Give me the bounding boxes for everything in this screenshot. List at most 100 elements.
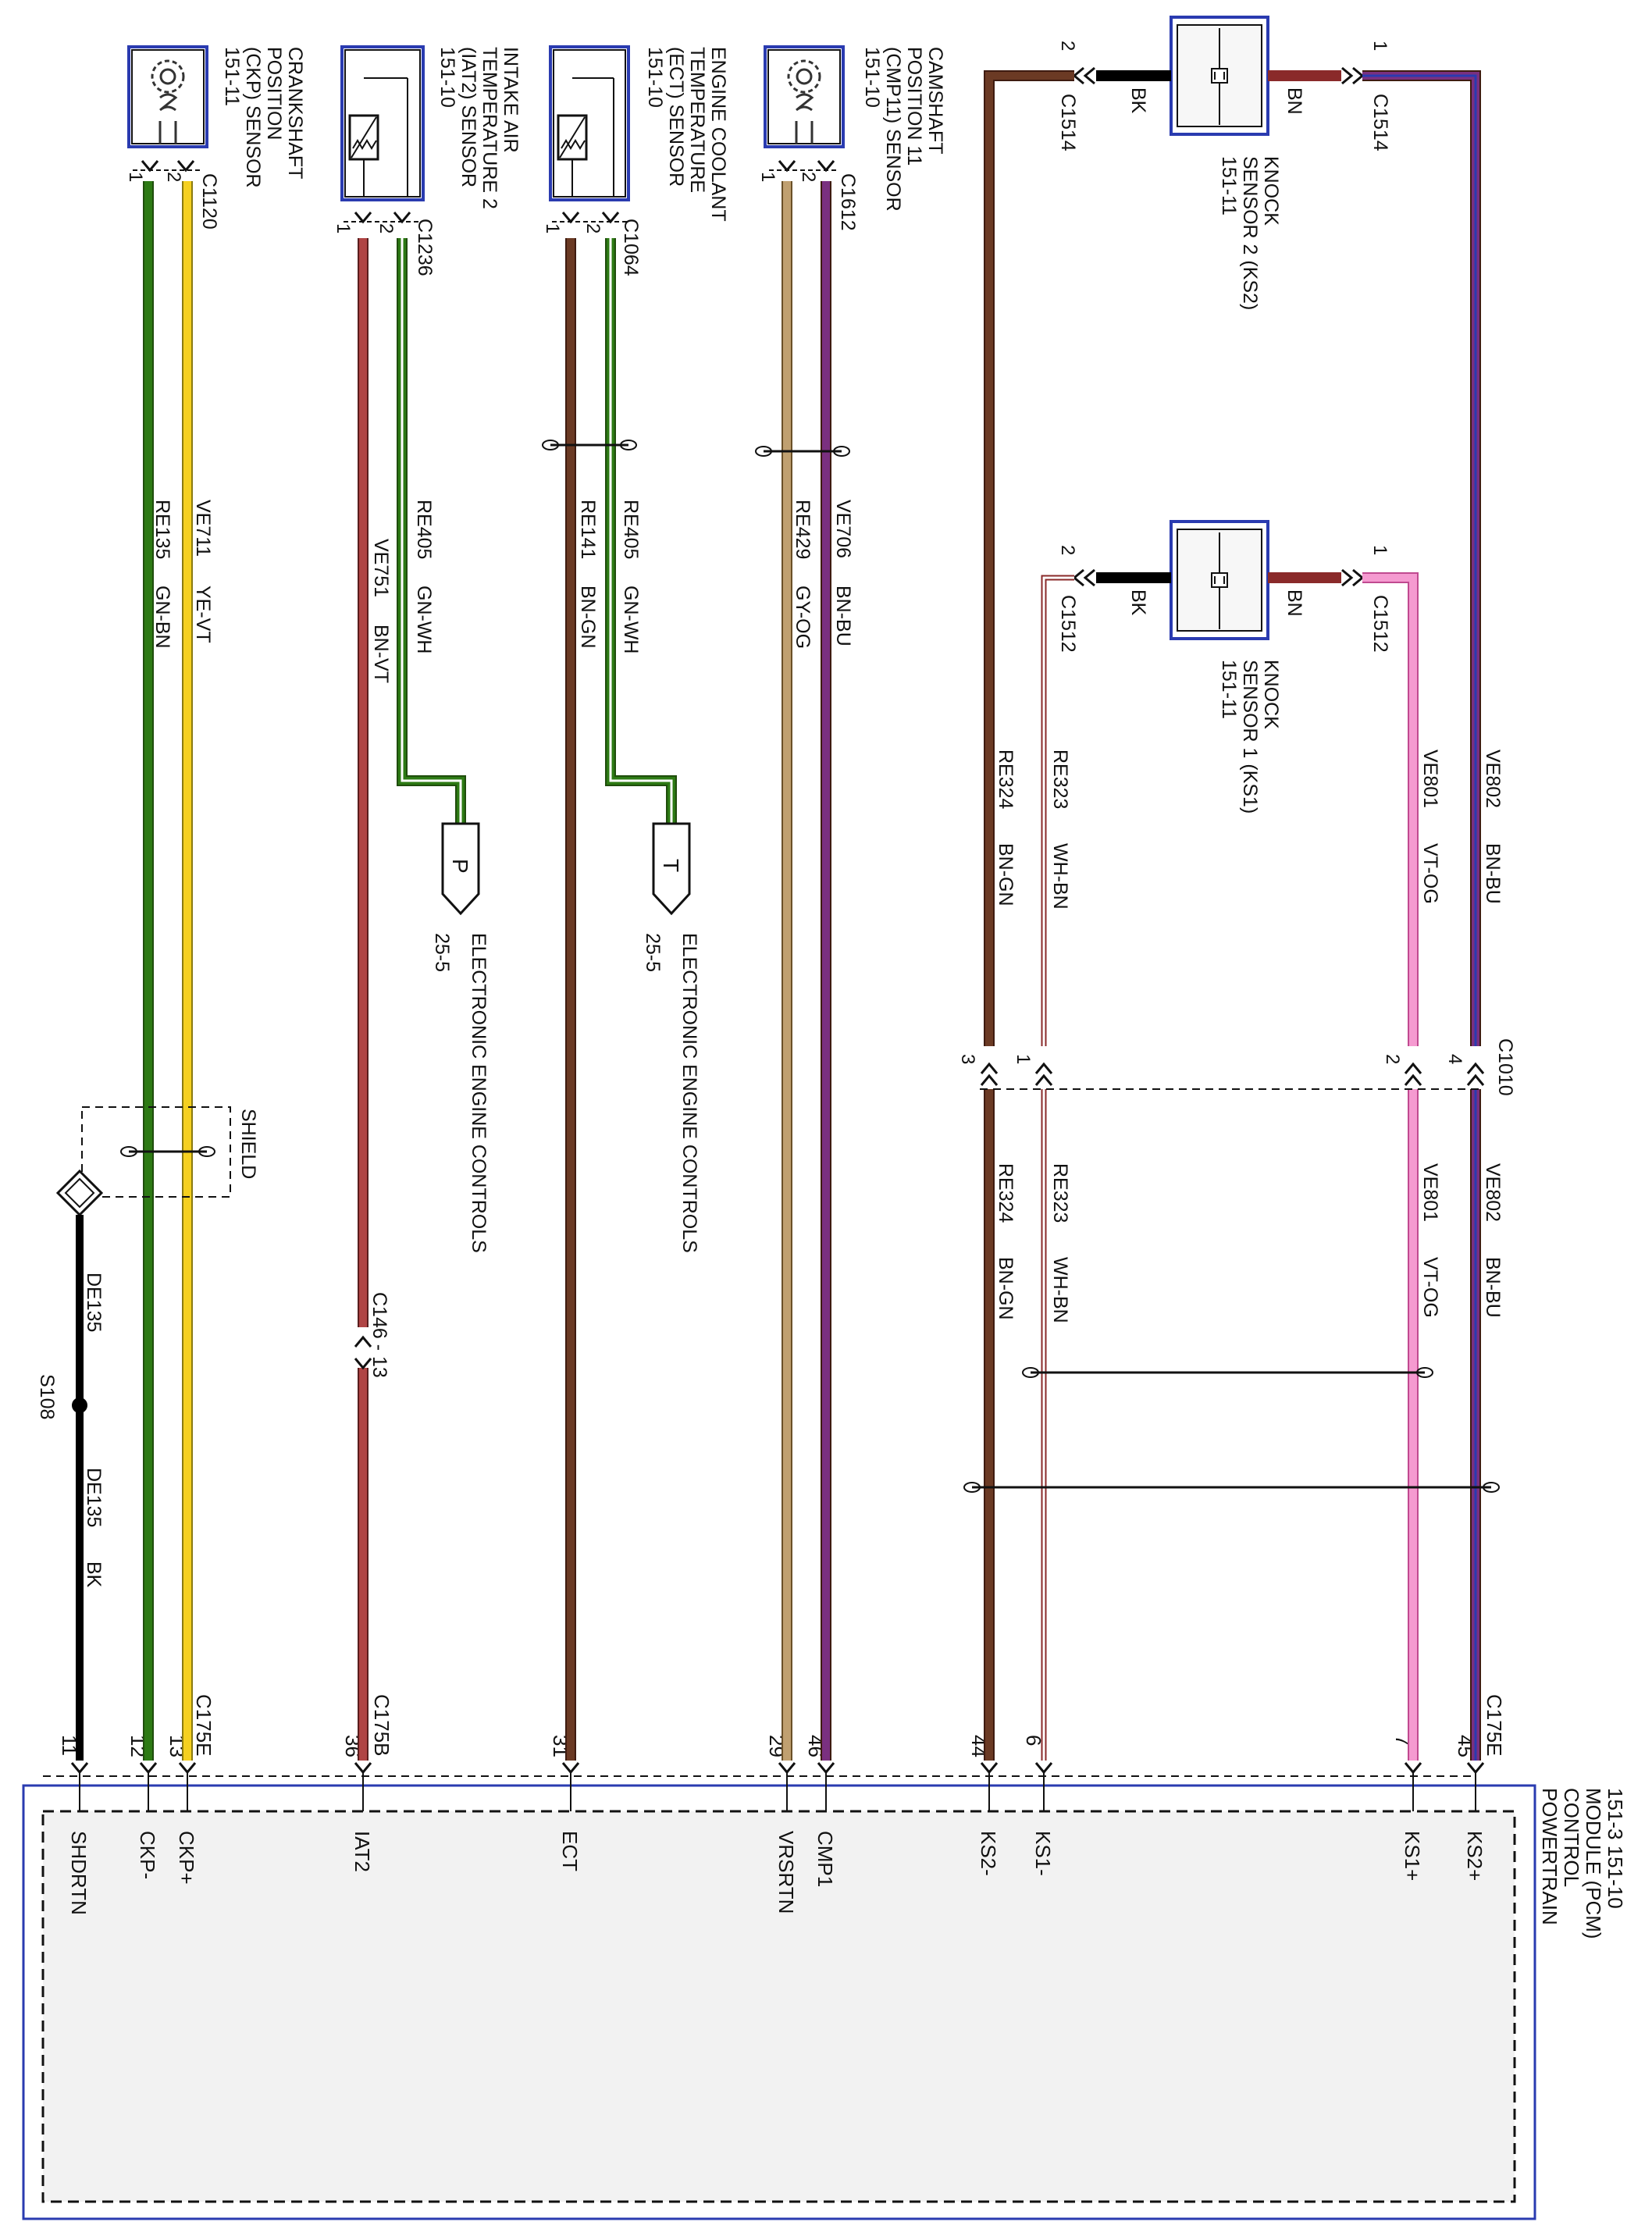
svg-text:RE405: RE405 <box>620 500 642 559</box>
ks2-sensor <box>1170 16 1269 136</box>
gear-icon <box>787 59 821 144</box>
c1010-pin-2: 2 <box>1382 1054 1403 1064</box>
svg-text:1: 1 <box>125 172 146 182</box>
gear-icon <box>151 59 185 144</box>
cmp-sensor <box>764 45 845 173</box>
svg-text:1: 1 <box>1369 545 1390 555</box>
cmp-label: CAMSHAFT POSITION 11 (CMP11) SENSOR 151-… <box>861 47 946 212</box>
svg-text:(CMP11) SENSOR: (CMP11) SENSOR <box>882 47 904 212</box>
ckp-pin-1: 1 <box>125 172 146 182</box>
wire-iat2-gn-wh <box>397 238 466 824</box>
svg-text:C1514: C1514 <box>1057 94 1079 151</box>
svg-text:151-11: 151-11 <box>1218 156 1240 215</box>
svg-text:CRANKSHAFT: CRANKSHAFT <box>284 47 306 179</box>
svg-text:C175B: C175B <box>370 1694 393 1757</box>
ks1-label: KNOCK SENSOR 1 (KS1) 151-11 <box>1218 660 1282 814</box>
svg-text:SENSOR 1 (KS1): SENSOR 1 (KS1) <box>1239 660 1261 814</box>
svg-text:CKP-: CKP- <box>136 1831 159 1879</box>
svg-text:GN-WH: GN-WH <box>620 586 642 653</box>
svg-text:INTAKE AIR: INTAKE AIR <box>500 47 522 153</box>
ckp-connector: C1120 <box>198 173 220 230</box>
svg-text:POSITION 11: POSITION 11 <box>903 47 925 166</box>
svg-text:VE801: VE801 <box>1419 1163 1441 1222</box>
svg-text:BN-VT: BN-VT <box>370 625 392 683</box>
wire-ks-d-bn-bu <box>1362 70 1481 1761</box>
shield-label: SHIELD <box>237 1109 259 1179</box>
ckp-sensor <box>127 45 208 173</box>
svg-text:TEMPERATURE: TEMPERATURE <box>686 47 708 193</box>
pcm-module <box>22 1784 1536 2220</box>
iat2-connector: C1236 <box>414 219 436 276</box>
svg-text:BN-BU: BN-BU <box>832 586 854 646</box>
svg-text:C1512: C1512 <box>1369 595 1391 653</box>
svg-text:2: 2 <box>1057 545 1078 555</box>
ks2-pin-1: 1 <box>1369 41 1390 51</box>
svg-text:C1236: C1236 <box>414 219 436 276</box>
svg-text:SHDRTN: SHDRTN <box>67 1831 91 1915</box>
svg-text:RE405: RE405 <box>413 500 435 559</box>
svg-text:CMP1: CMP1 <box>814 1831 837 1887</box>
svg-text:1: 1 <box>1369 41 1390 51</box>
ks2-pin-2: 2 <box>1057 41 1078 51</box>
svg-text:IAT2: IAT2 <box>351 1831 374 1872</box>
svg-text:KNOCK: KNOCK <box>1260 660 1282 729</box>
svg-text:2: 2 <box>1382 1054 1403 1064</box>
pcm-connector-c175e-right: C175E <box>1483 1694 1506 1757</box>
wire-ks-c-vt-og <box>1362 572 1419 1761</box>
svg-text:RE324: RE324 <box>995 749 1016 810</box>
svg-text:BK: BK <box>83 1561 105 1588</box>
svg-text:2: 2 <box>1057 41 1078 51</box>
svg-text:C175E: C175E <box>192 1694 215 1757</box>
svg-text:BK: BK <box>1127 589 1149 616</box>
svg-text:2: 2 <box>582 223 603 233</box>
iat2-sensor <box>340 45 425 224</box>
ks1-terminal-right <box>1341 568 1365 587</box>
svg-text:VE751: VE751 <box>370 539 392 597</box>
wire-ect-gn-wh <box>605 238 677 824</box>
ks2-terminal-left <box>1072 66 1095 85</box>
ks1-pin-1: 1 <box>1369 545 1390 555</box>
svg-text:C1512: C1512 <box>1057 595 1079 653</box>
svg-text:3: 3 <box>957 1054 978 1064</box>
connector-c146 <box>354 1335 372 1370</box>
svg-text:C1064: C1064 <box>620 219 642 276</box>
svg-text:SHIELD: SHIELD <box>237 1109 259 1179</box>
svg-text:CKP+: CKP+ <box>175 1831 198 1885</box>
svg-text:ECT: ECT <box>558 1831 582 1871</box>
svg-text:151-10: 151-10 <box>644 47 666 108</box>
cmp-connector: C1612 <box>837 173 859 231</box>
svg-text:VE801: VE801 <box>1419 749 1441 808</box>
svg-text:1: 1 <box>333 223 354 233</box>
svg-text:GY-OG: GY-OG <box>792 586 814 649</box>
ks2-bk-label: BK <box>1127 87 1149 114</box>
svg-text:1: 1 <box>757 172 778 182</box>
svg-text:BN: BN <box>1284 589 1305 617</box>
svg-text:1: 1 <box>1013 1054 1034 1064</box>
c1010-pin-4: 4 <box>1444 1054 1465 1064</box>
svg-text:25-5: 25-5 <box>431 933 453 972</box>
svg-text:WH-BN: WH-BN <box>1049 1257 1071 1323</box>
svg-text:T: T <box>659 859 683 872</box>
cmp-twist-icon <box>755 446 850 457</box>
ks1-sensor <box>1170 520 1269 640</box>
c1010-terminals <box>980 1062 1485 1086</box>
c1010-label: C1010 <box>1494 1038 1516 1096</box>
svg-text:(CKP) SENSOR: (CKP) SENSOR <box>242 47 264 188</box>
svg-text:BN: BN <box>1284 87 1305 115</box>
shield-box <box>81 1106 231 1198</box>
svg-text:RE135: RE135 <box>151 500 173 559</box>
